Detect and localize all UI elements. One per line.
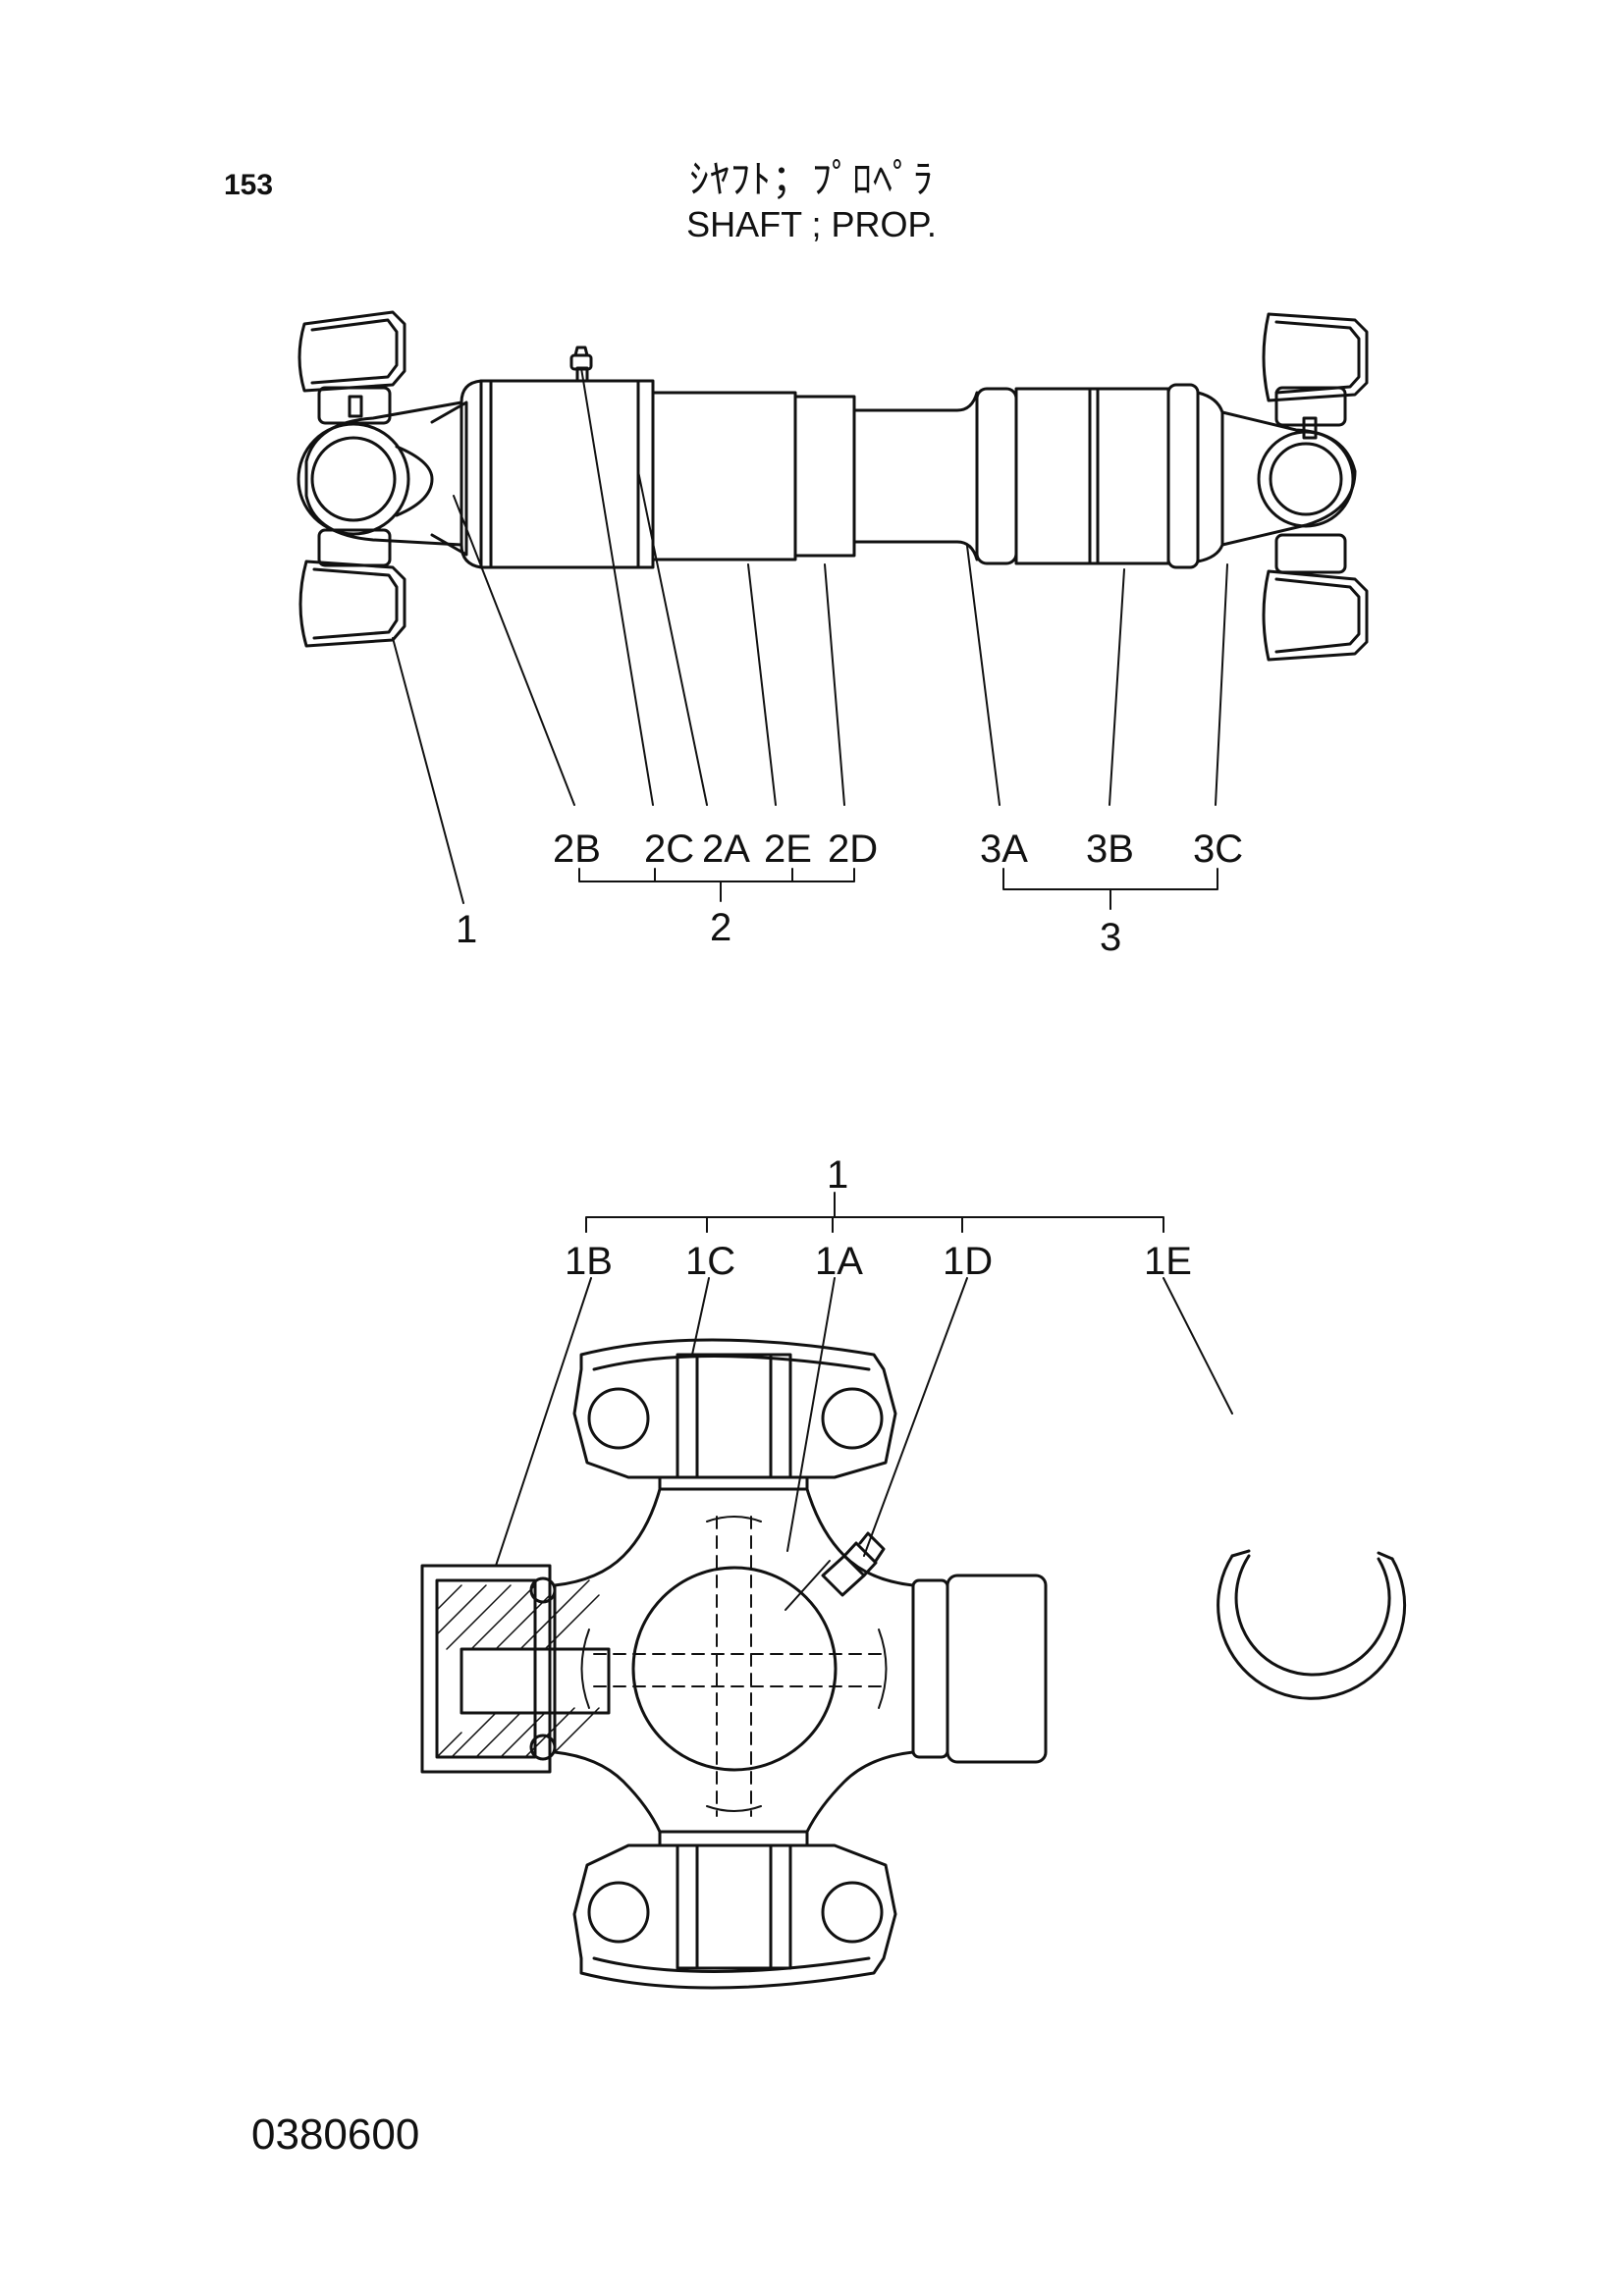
callout-2: 2 [710, 906, 731, 949]
callout-1A: 1A [815, 1240, 863, 1283]
title-english: SHAFT ; PROP. [686, 204, 937, 244]
universal-joint-cross [420, 1338, 1407, 1990]
callout-2A: 2A [702, 828, 750, 871]
inner-tube [651, 391, 856, 561]
callout-2B: 2B [553, 828, 601, 871]
callout-3C: 3C [1193, 828, 1243, 871]
figure-code: 0380600 [251, 2110, 420, 2159]
page-number: 153 [224, 169, 274, 201]
title-japanese: ｼﾔﾌﾄ；ﾌﾟﾛﾍﾟﾗ [689, 158, 934, 201]
callout-1D: 1D [943, 1240, 993, 1283]
right-universal-joint [1220, 312, 1369, 662]
group-2-bracket [578, 868, 855, 902]
left-yoke [430, 400, 468, 557]
callout-1-top: 1 [456, 908, 477, 951]
propeller-shaft-assembly [297, 310, 1369, 910]
callout-3B: 3B [1086, 828, 1134, 871]
bottom-leader-lines [495, 1277, 1233, 1567]
callout-1C: 1C [685, 1240, 735, 1283]
group-1-bracket [585, 1192, 1164, 1233]
top-leader-lines [392, 367, 1228, 904]
callout-2D: 2D [828, 828, 878, 871]
callout-2E: 2E [764, 828, 812, 871]
callout-1B: 1B [565, 1240, 613, 1283]
callout-1E: 1E [1144, 1240, 1192, 1283]
group-3-bracket [1002, 868, 1218, 910]
slip-sleeve [460, 346, 655, 569]
shaft-tube [852, 383, 1224, 569]
callout-2C: 2C [644, 828, 694, 871]
left-universal-joint [297, 310, 463, 648]
callout-3A: 3A [980, 828, 1028, 871]
callout-1-bottom: 1 [827, 1153, 848, 1197]
callout-3: 3 [1100, 916, 1121, 959]
